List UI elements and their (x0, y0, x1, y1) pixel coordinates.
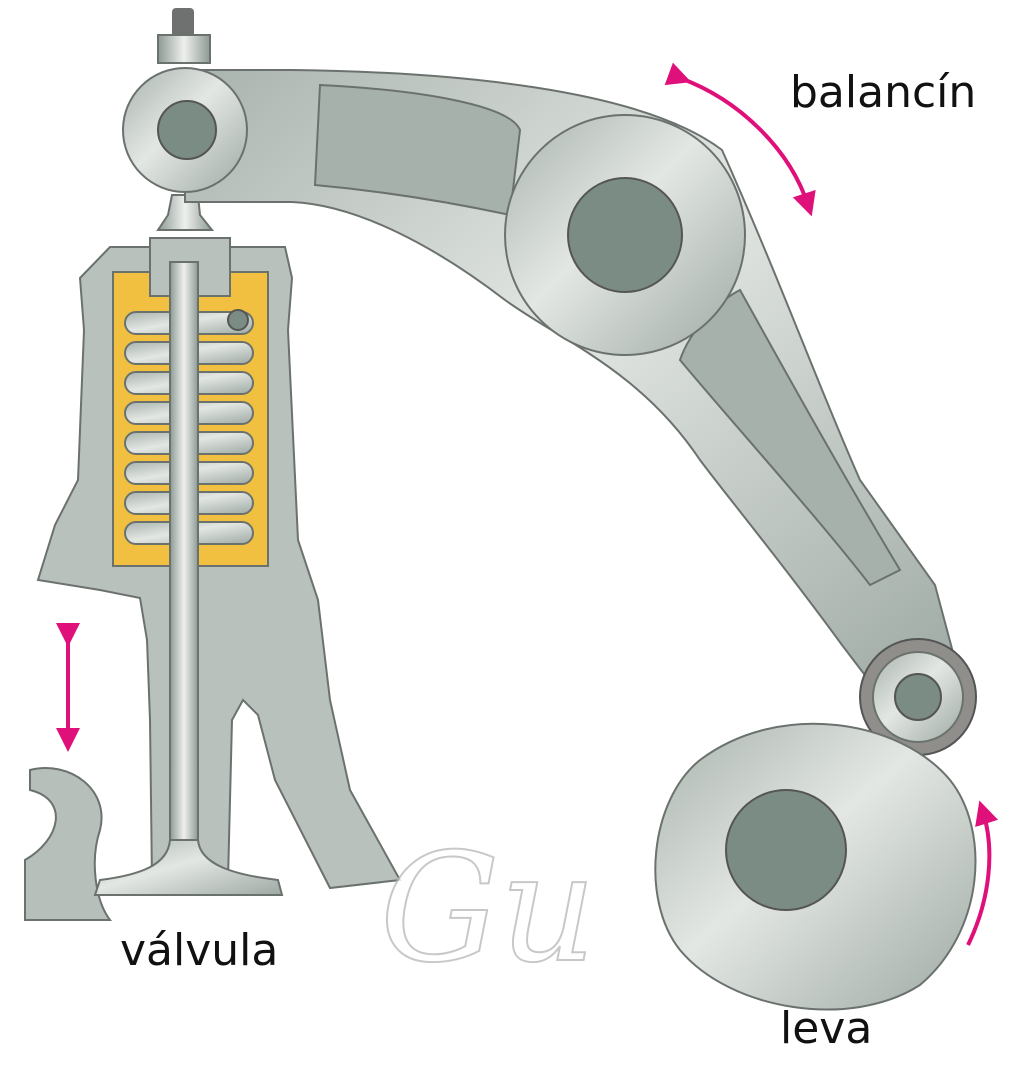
label-valve: válvula (120, 925, 278, 976)
cam-rotation-arrow-icon (966, 800, 999, 946)
intake-port (24, 767, 112, 921)
watermark: Gu (380, 822, 596, 996)
label-rocker: balancín (790, 67, 976, 118)
rocker-motion-arrow-icon (664, 62, 816, 217)
valve-head (93, 839, 284, 896)
label-cam: leva (780, 1003, 872, 1054)
rocker-hub-pin (157, 100, 217, 160)
camshaft (725, 789, 847, 911)
valve-stem (169, 261, 199, 883)
rocker-pivot-shaft (567, 177, 683, 293)
rocker-arm (184, 69, 957, 697)
